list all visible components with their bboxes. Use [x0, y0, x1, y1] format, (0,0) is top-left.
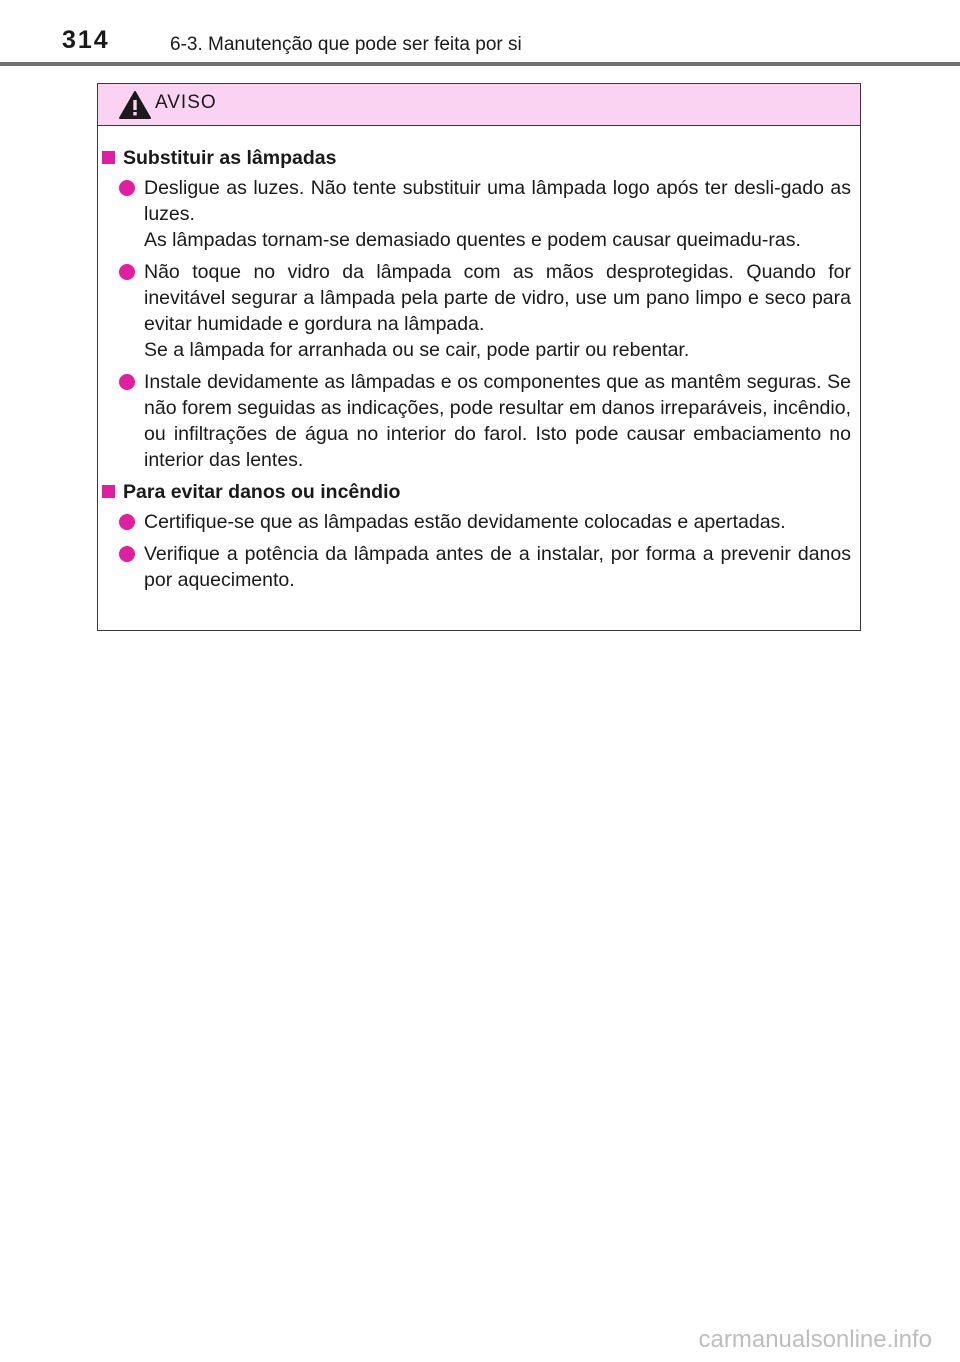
warning-box: AVISO Substituir as lâmpadas Desligue as…: [97, 83, 861, 631]
circle-bullet-icon: [119, 546, 135, 562]
list-item-text: Se a lâmpada for arranhada ou se cair, p…: [144, 339, 690, 361]
warning-title: AVISO: [155, 92, 217, 113]
header-divider: [0, 62, 960, 66]
circle-bullet-icon: [119, 514, 135, 530]
square-bullet-icon: [102, 151, 115, 164]
watermark: carmanualsonline.info: [698, 1326, 932, 1353]
warning-triangle-icon: [119, 91, 151, 119]
list-item-text: Instale devidamente as lâmpadas e os com…: [144, 371, 851, 471]
list-item-text: Certifique-se que as lâmpadas estão devi…: [144, 511, 786, 533]
section-heading-text: Para evitar danos ou incêndio: [123, 481, 401, 503]
list-item: Instale devidamente as lâmpadas e os com…: [98, 369, 851, 473]
section-heading-text: Substituir as lâmpadas: [123, 147, 337, 169]
list-item-text: Verifique a potência da lâmpada antes de…: [144, 543, 851, 591]
page-number: 314: [62, 26, 110, 54]
circle-bullet-icon: [119, 180, 135, 196]
section-heading: Substituir as lâmpadas: [98, 145, 851, 171]
section-title: 6-3. Manutenção que pode ser feita por s…: [170, 34, 522, 55]
list-item-text: As lâmpadas tornam-se demasiado quentes …: [144, 229, 801, 251]
page-header: 314 6-3. Manutenção que pode ser feita p…: [0, 0, 960, 66]
list-item-text: Não toque no vidro da lâmpada com as mão…: [144, 261, 851, 335]
warning-body: Substituir as lâmpadas Desligue as luzes…: [98, 126, 860, 593]
section-heading: Para evitar danos ou incêndio: [98, 479, 851, 505]
list-item: Não toque no vidro da lâmpada com as mão…: [98, 259, 851, 363]
warning-header: AVISO: [98, 84, 860, 126]
circle-bullet-icon: [119, 374, 135, 390]
square-bullet-icon: [102, 485, 115, 498]
circle-bullet-icon: [119, 264, 135, 280]
list-item: Verifique a potência da lâmpada antes de…: [98, 541, 851, 593]
list-item-text: Desligue as luzes. Não tente substituir …: [144, 177, 851, 225]
list-item: Desligue as luzes. Não tente substituir …: [98, 175, 851, 253]
list-item: Certifique-se que as lâmpadas estão devi…: [98, 509, 851, 535]
